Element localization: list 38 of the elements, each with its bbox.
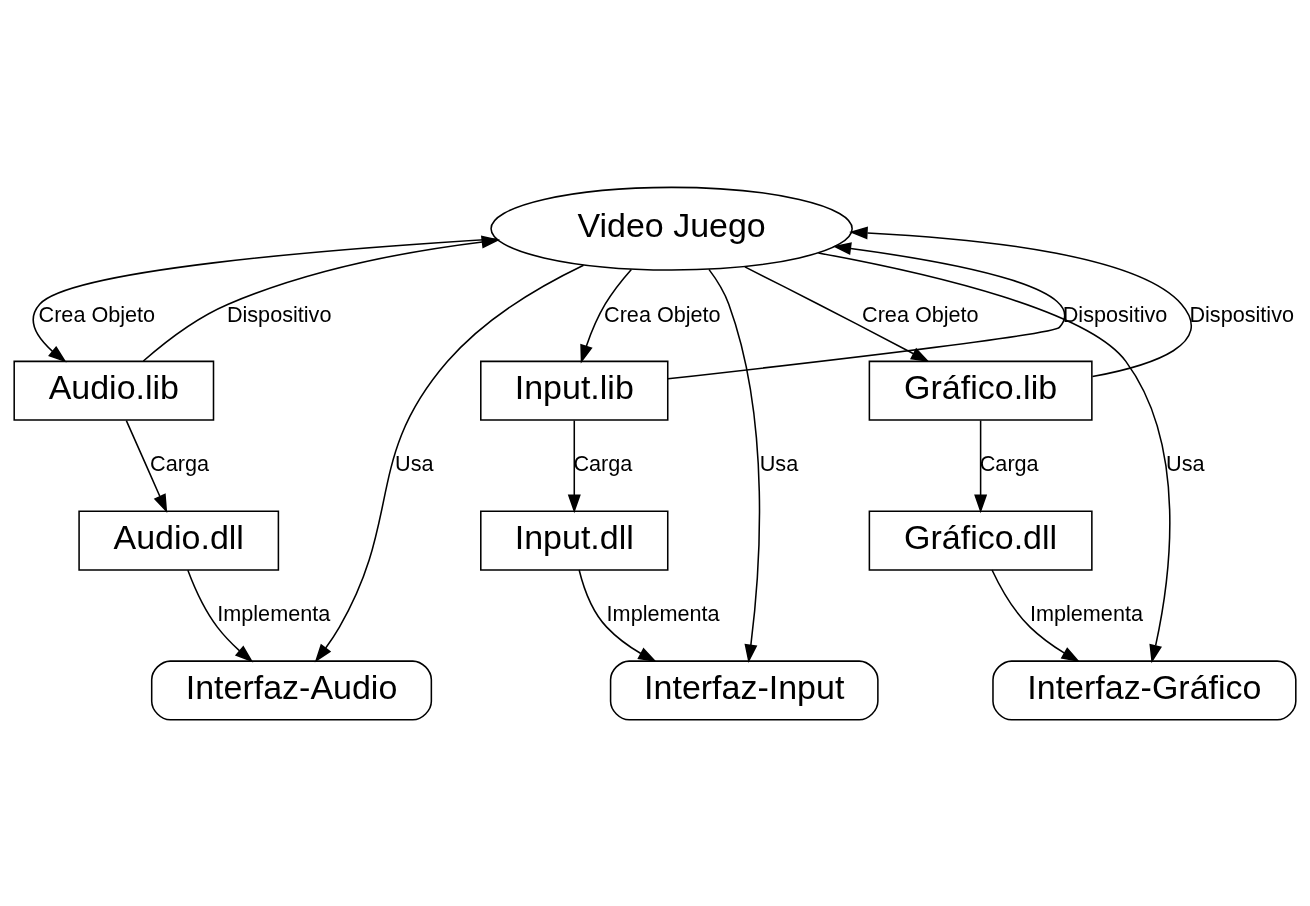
edge-label: Carga (979, 450, 1039, 476)
edge-label: Implementa (1029, 600, 1143, 626)
arrow (580, 268, 633, 363)
edge-label: Implementa (606, 600, 720, 626)
edge-label: Crea Objeto (862, 301, 979, 327)
node-box: Interfaz-Gráfico (992, 659, 1297, 721)
arrow (849, 226, 1192, 377)
node-box: Input.lib (480, 360, 669, 421)
arrow (708, 268, 761, 663)
edge-label: Crea Objeto (604, 301, 721, 327)
arrow (744, 265, 930, 362)
arrow (991, 568, 1080, 662)
edge-label: Usa (759, 450, 799, 476)
edge-label: Implementa (217, 600, 331, 626)
node-box: Input.dll (480, 509, 669, 571)
arrow (567, 419, 581, 513)
edge-label: Dispositivo (226, 301, 332, 327)
node-box: Audio.dll (78, 509, 280, 571)
arrow (578, 568, 657, 662)
edge-label: Usa (395, 450, 434, 476)
edge-label: Dispositivo (1062, 301, 1168, 327)
node-box: Gráfico.dll (868, 509, 1093, 571)
edge-label: Usa (1166, 450, 1205, 476)
arrow (125, 419, 168, 513)
node-box: Gráfico.lib (868, 360, 1093, 421)
arrow (32, 237, 498, 363)
node-box: Interfaz-Audio (150, 659, 433, 721)
arrow (314, 263, 585, 662)
arrow (667, 241, 1066, 380)
edge-label: Carga (573, 450, 633, 476)
edge-label: Crea Objeto (38, 301, 156, 327)
edge-label: Carga (150, 450, 209, 476)
node-box: Interfaz-Input (609, 659, 879, 721)
arrow (817, 251, 1171, 663)
arrow (187, 569, 254, 663)
edge-label: Dispositivo (1189, 301, 1295, 327)
arrow (974, 419, 988, 513)
node-box: Audio.lib (13, 360, 215, 421)
